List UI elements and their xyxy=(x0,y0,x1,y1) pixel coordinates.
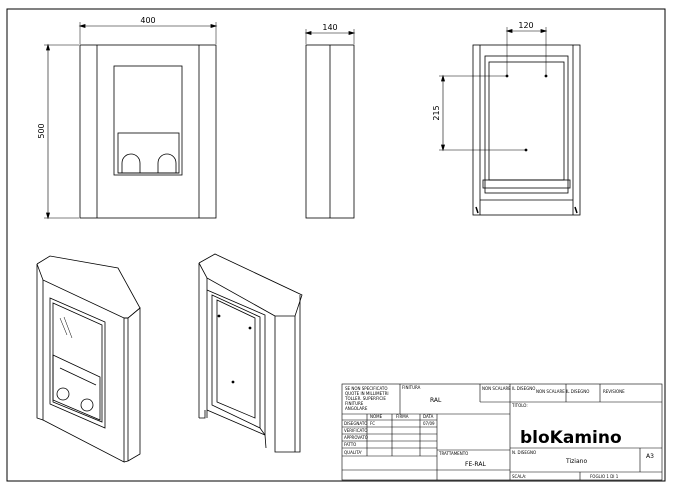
front-height-dimension: 500 xyxy=(37,123,46,138)
checked-label: VERIFICATO xyxy=(344,428,368,433)
date-header: DATA xyxy=(423,414,434,419)
sheet-label: FOGLIO 1 DI 1 xyxy=(590,474,619,479)
manufactured-label: FATTO xyxy=(344,442,356,447)
signature-header: FIRMA xyxy=(396,414,409,419)
side-depth-dimension: 140 xyxy=(322,23,337,32)
sheet-size: A3 xyxy=(646,453,654,460)
disclaimer-line: FINITURE xyxy=(345,401,364,406)
quality-label: QUALITA' xyxy=(344,450,362,455)
name-header: NOME xyxy=(370,414,383,419)
brand-logo: bloKamino xyxy=(520,428,622,448)
disclaimer-line: ANGOLARE xyxy=(345,406,368,411)
drawn-date: 07/09 xyxy=(423,421,435,426)
front-view xyxy=(44,22,218,220)
drawn-name: FC xyxy=(370,421,375,426)
back-vertical-dimension: 215 xyxy=(432,105,441,120)
back-view xyxy=(439,27,581,216)
front-width-dimension: 400 xyxy=(140,16,155,25)
finish-label: FINITURA xyxy=(402,385,421,390)
product-name: Tiziano xyxy=(565,458,587,465)
back-spacing-dimension: 120 xyxy=(518,21,533,30)
drawing-number-label: N. DISEGNO xyxy=(512,450,536,455)
isometric-front-view xyxy=(36,255,141,463)
sheet-border xyxy=(6,8,666,482)
disclaimer-line: QUOTE IN MILLIMETRI xyxy=(345,391,389,396)
approved-label: APPROVATO xyxy=(344,435,368,440)
title-block xyxy=(341,383,663,481)
scale-note: NON SCALARE IL DISEGNO xyxy=(536,389,589,394)
disclaimer-line: TOLLER. SUPERFICIE xyxy=(344,396,386,401)
side-view xyxy=(304,29,356,219)
scale-note: NON SCALARE IL DISEGNO xyxy=(482,386,535,391)
revision-label: REVISIONE xyxy=(603,389,625,394)
isometric-back-view xyxy=(198,253,303,453)
title-label: TITOLO: xyxy=(511,403,528,408)
material-label: TRATTAMENTO xyxy=(438,451,468,456)
material-value: FE-RAL xyxy=(465,461,486,468)
finish-value: RAL xyxy=(430,397,442,404)
drawn-label: DISEGNATO xyxy=(344,421,367,426)
disclaimer-line: SE NON SPECIFICATO xyxy=(345,386,387,391)
title-block-text: SE NON SPECIFICATO QUOTE IN MILLIMETRI T… xyxy=(344,385,654,479)
scale-label: SCALA: xyxy=(512,474,526,479)
